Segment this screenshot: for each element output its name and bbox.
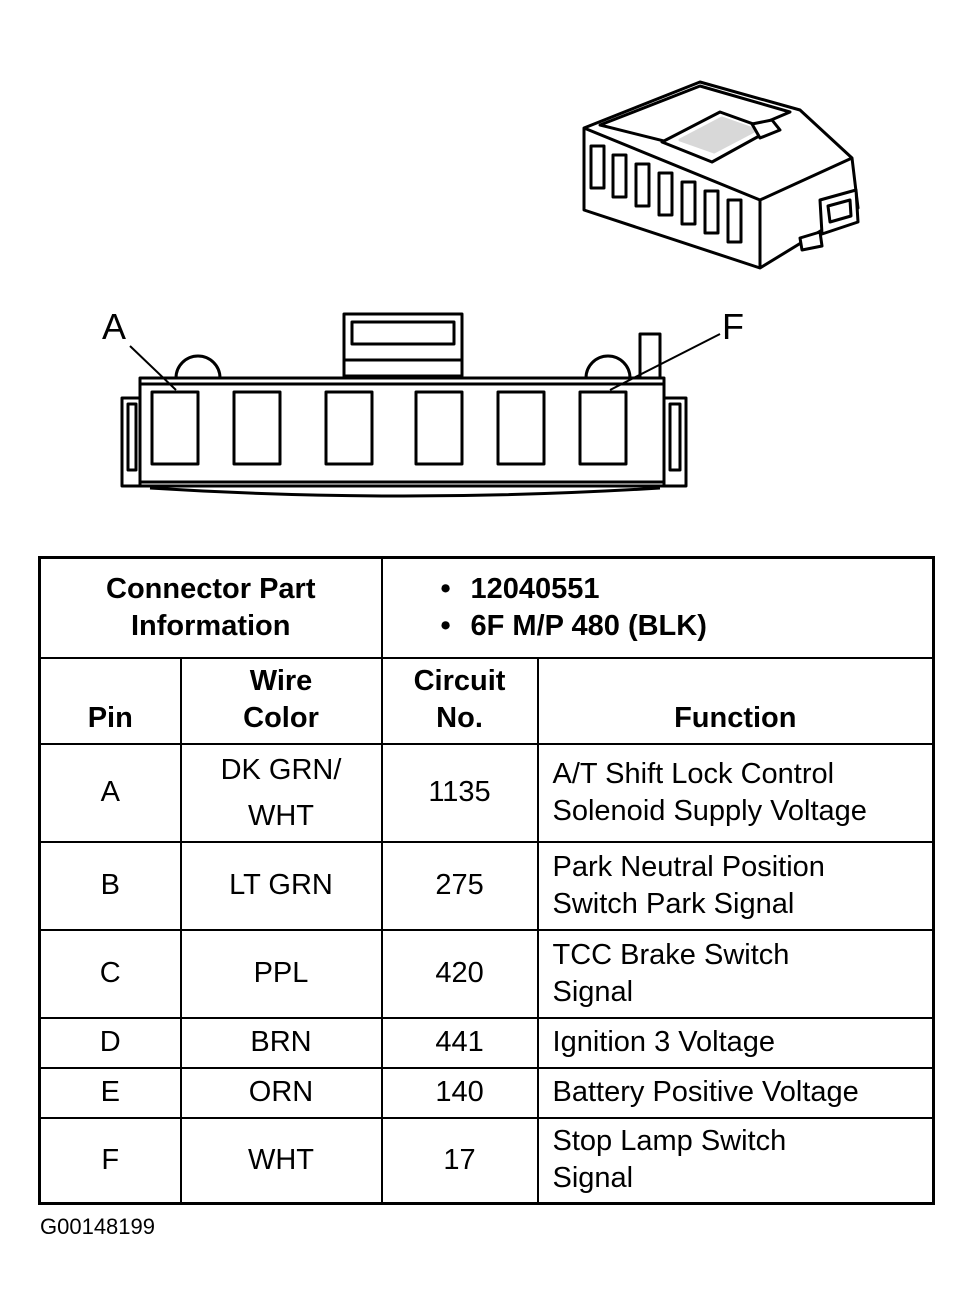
table-row: A DK GRN/WHT 1135 A/T Shift Lock Control… xyxy=(38,742,935,843)
circuit-cell: 17 xyxy=(380,1116,539,1205)
pinout-table: Connector Part Information 12040551 6F M… xyxy=(38,556,936,1205)
connector-isometric-view xyxy=(582,80,860,270)
wire-color-cell: DK GRN/WHT xyxy=(179,742,383,843)
pin-header: Pin xyxy=(38,656,182,745)
part-number: 12040551 xyxy=(441,571,933,608)
isometric-cavities xyxy=(589,144,743,244)
pin-cell: A xyxy=(38,742,182,843)
part-info-row: Connector Part Information 12040551 6F M… xyxy=(38,556,935,659)
connector-drawings xyxy=(120,80,860,498)
pin-a-callout: A xyxy=(102,306,127,347)
connector-front-view xyxy=(120,312,721,498)
table-row: E ORN 140 Battery Positive Voltage xyxy=(38,1066,935,1119)
part-info-values: 12040551 6F M/P 480 (BLK) xyxy=(380,556,935,659)
circuit-cell: 275 xyxy=(380,840,539,931)
function-cell: Ignition 3 Voltage xyxy=(536,1016,935,1069)
function-cell: Battery Positive Voltage xyxy=(536,1066,935,1119)
pin-cell: B xyxy=(38,840,182,931)
wire-color-cell: WHT xyxy=(179,1116,383,1205)
wire-color-cell: LT GRN xyxy=(179,840,383,931)
circuit-cell: 420 xyxy=(380,928,539,1019)
wire-color-cell: ORN xyxy=(179,1066,383,1119)
pin-cell: E xyxy=(38,1066,182,1119)
front-view-cavities xyxy=(150,390,628,466)
pin-cell: D xyxy=(38,1016,182,1069)
circuit-cell: 1135 xyxy=(380,742,539,843)
part-info-label: Connector Part Information xyxy=(38,556,383,659)
table-row: D BRN 441 Ignition 3 Voltage xyxy=(38,1016,935,1069)
pin-f-callout: F xyxy=(722,306,744,347)
circuit-cell: 441 xyxy=(380,1016,539,1069)
pin-cell: C xyxy=(38,928,182,1019)
circuit-cell: 140 xyxy=(380,1066,539,1119)
wire-color-cell: BRN xyxy=(179,1016,383,1069)
function-header: Function xyxy=(536,656,935,745)
wire-color-cell: PPL xyxy=(179,928,383,1019)
pin-cell: F xyxy=(38,1116,182,1205)
figure-code: G00148199 xyxy=(40,1214,155,1239)
connector-description: 6F M/P 480 (BLK) xyxy=(441,608,933,645)
